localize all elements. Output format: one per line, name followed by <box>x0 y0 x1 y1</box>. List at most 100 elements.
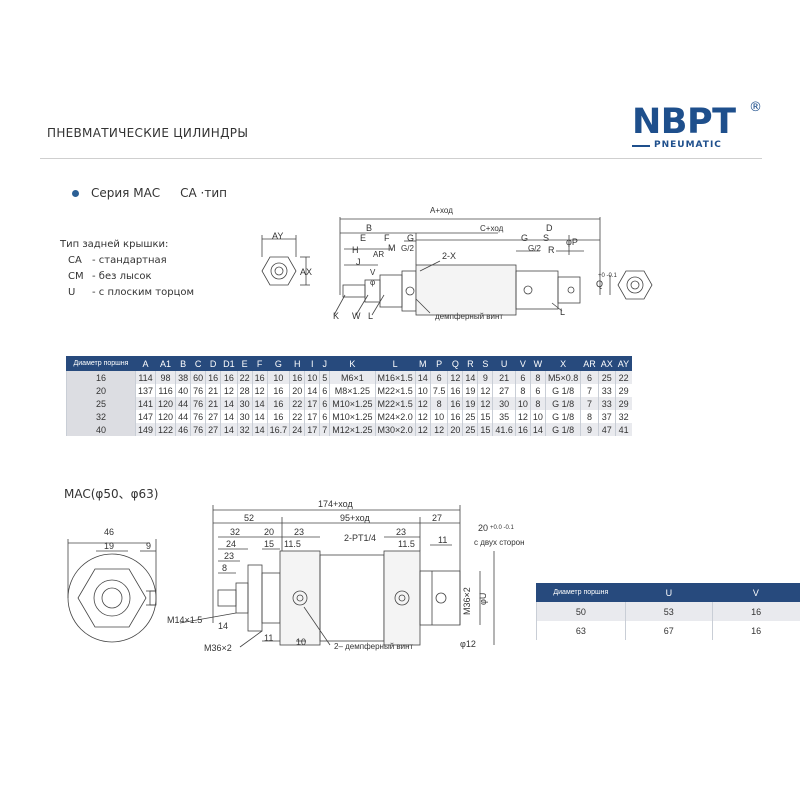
dim-11b: 11 <box>264 633 273 643</box>
table-cell: 63 <box>536 621 626 640</box>
table-cell: 16 <box>266 397 290 410</box>
table-cell: 20 <box>447 423 463 436</box>
col-header: E <box>236 356 253 371</box>
table-cell: 41 <box>614 423 632 436</box>
table-cell: 14 <box>304 384 320 397</box>
table-cell: 16 <box>251 370 268 384</box>
table-cell: 137 <box>134 384 156 397</box>
col-header: M <box>414 356 431 371</box>
dim-c-stroke: C+ход <box>480 224 504 233</box>
col-header: C <box>190 356 207 371</box>
dim-19: 19 <box>104 541 114 551</box>
table-cell: 14 <box>251 397 268 410</box>
table-cell: 12 <box>477 397 493 410</box>
table-cell: 16 <box>711 621 800 640</box>
col-header: X <box>544 356 582 371</box>
col-header: V <box>711 583 800 602</box>
table-cell: 21 <box>205 397 221 410</box>
dim-g-left: G <box>407 233 414 243</box>
col-header: U <box>492 356 516 371</box>
table-cell: 22 <box>289 397 305 410</box>
table-cell: 25 <box>66 397 136 410</box>
table-cell: 67 <box>624 621 713 640</box>
table-cell: 5 <box>319 370 330 384</box>
cylinder-drawing-ca: AY AX A+ход C+ход B E F H J AR M G G/2 D… <box>261 206 653 321</box>
table-cell: 17 <box>304 410 320 423</box>
table-cell: 14 <box>462 370 478 384</box>
dim-11-5a: 11.5 <box>284 539 301 549</box>
table-cell: M5×0.8 <box>544 370 581 384</box>
dim-a-stroke: A+ход <box>430 206 453 215</box>
table-cell: M12×1.25 <box>329 423 376 436</box>
col-header: V <box>514 356 531 371</box>
table-cell: 25 <box>462 423 478 436</box>
end-view-outer <box>67 553 157 643</box>
table-cell: 17 <box>304 423 320 436</box>
table-cell: 10 <box>529 410 546 423</box>
table-cell: 21 <box>205 384 221 397</box>
table-cell: 141 <box>134 397 156 410</box>
col-header: S <box>477 356 494 371</box>
dim-m: M <box>388 243 396 253</box>
table-cell: M22×1.5 <box>374 384 416 397</box>
spec-table: Диаметр поршня A A1 B C D D1 E F G H I J… <box>66 356 633 436</box>
table-cell: 10 <box>414 384 431 397</box>
table-cell: M10×1.25 <box>329 410 376 423</box>
col-header: D1 <box>220 356 238 371</box>
col-header: B <box>175 356 192 371</box>
hex-end-view-right <box>617 270 653 300</box>
dim-tol: +0.0 -0.1 <box>490 525 515 531</box>
table-cell: 12 <box>220 384 238 397</box>
table-cell: 33 <box>597 384 616 397</box>
table-cell: 10 <box>266 370 290 384</box>
table-cell: 16 <box>266 410 290 423</box>
rear-cover-list: Тип задней крышки: CA- стандартная CM- б… <box>60 237 194 301</box>
col-header: W <box>529 356 546 371</box>
dim-11a: 11 <box>438 535 447 545</box>
table-cell: 19 <box>462 397 478 410</box>
dim-27: 27 <box>432 513 442 523</box>
table-cell: 16 <box>711 601 800 621</box>
table-cell: 40 <box>175 384 191 397</box>
table-cell: 16 <box>447 384 463 397</box>
table-cell: 38 <box>175 370 191 384</box>
table-cell: 76 <box>190 410 206 423</box>
table-cell: 8 <box>514 384 531 397</box>
table-cell: 10 <box>429 410 448 423</box>
table-cell: 120 <box>155 410 176 423</box>
table-cell: 8 <box>429 397 448 410</box>
table-cell: 6 <box>429 370 448 384</box>
dim-8: 8 <box>222 563 227 573</box>
table-cell: 16 <box>66 370 136 384</box>
col-header: H <box>289 356 306 371</box>
col-header: P <box>429 356 449 371</box>
col-header: F <box>251 356 268 371</box>
table-cell: 12 <box>429 423 448 436</box>
table-cell: M6×1 <box>329 370 376 384</box>
table-cell: 40 <box>66 423 136 436</box>
table-cell: 12 <box>477 384 493 397</box>
table-cell: 32 <box>66 410 136 423</box>
table-cell: 32 <box>236 423 253 436</box>
table-cell: 8 <box>529 397 546 410</box>
table-cell: 46 <box>175 423 191 436</box>
dim-phi-u: φU <box>478 593 488 605</box>
table-cell: M30×2.0 <box>374 423 416 436</box>
table-cell: 60 <box>190 370 206 384</box>
table-cell: 120 <box>155 397 176 410</box>
dim-95: 95+ход <box>340 513 370 523</box>
damper-label-2: 2– демпферный винт <box>334 642 414 651</box>
table-cell: 30 <box>236 410 253 423</box>
col-header: Q <box>447 356 464 371</box>
dim-10: 10 <box>296 637 306 647</box>
col-header: A <box>134 356 157 371</box>
page-title: ПНЕВМАТИЧЕСКИЕ ЦИЛИНДРЫ <box>47 126 249 140</box>
table-cell: 24 <box>289 423 305 436</box>
table-cell: 15 <box>477 410 493 423</box>
table-cell: 98 <box>155 370 176 384</box>
dim-l: L <box>368 311 373 321</box>
col-header: AR <box>580 356 599 371</box>
